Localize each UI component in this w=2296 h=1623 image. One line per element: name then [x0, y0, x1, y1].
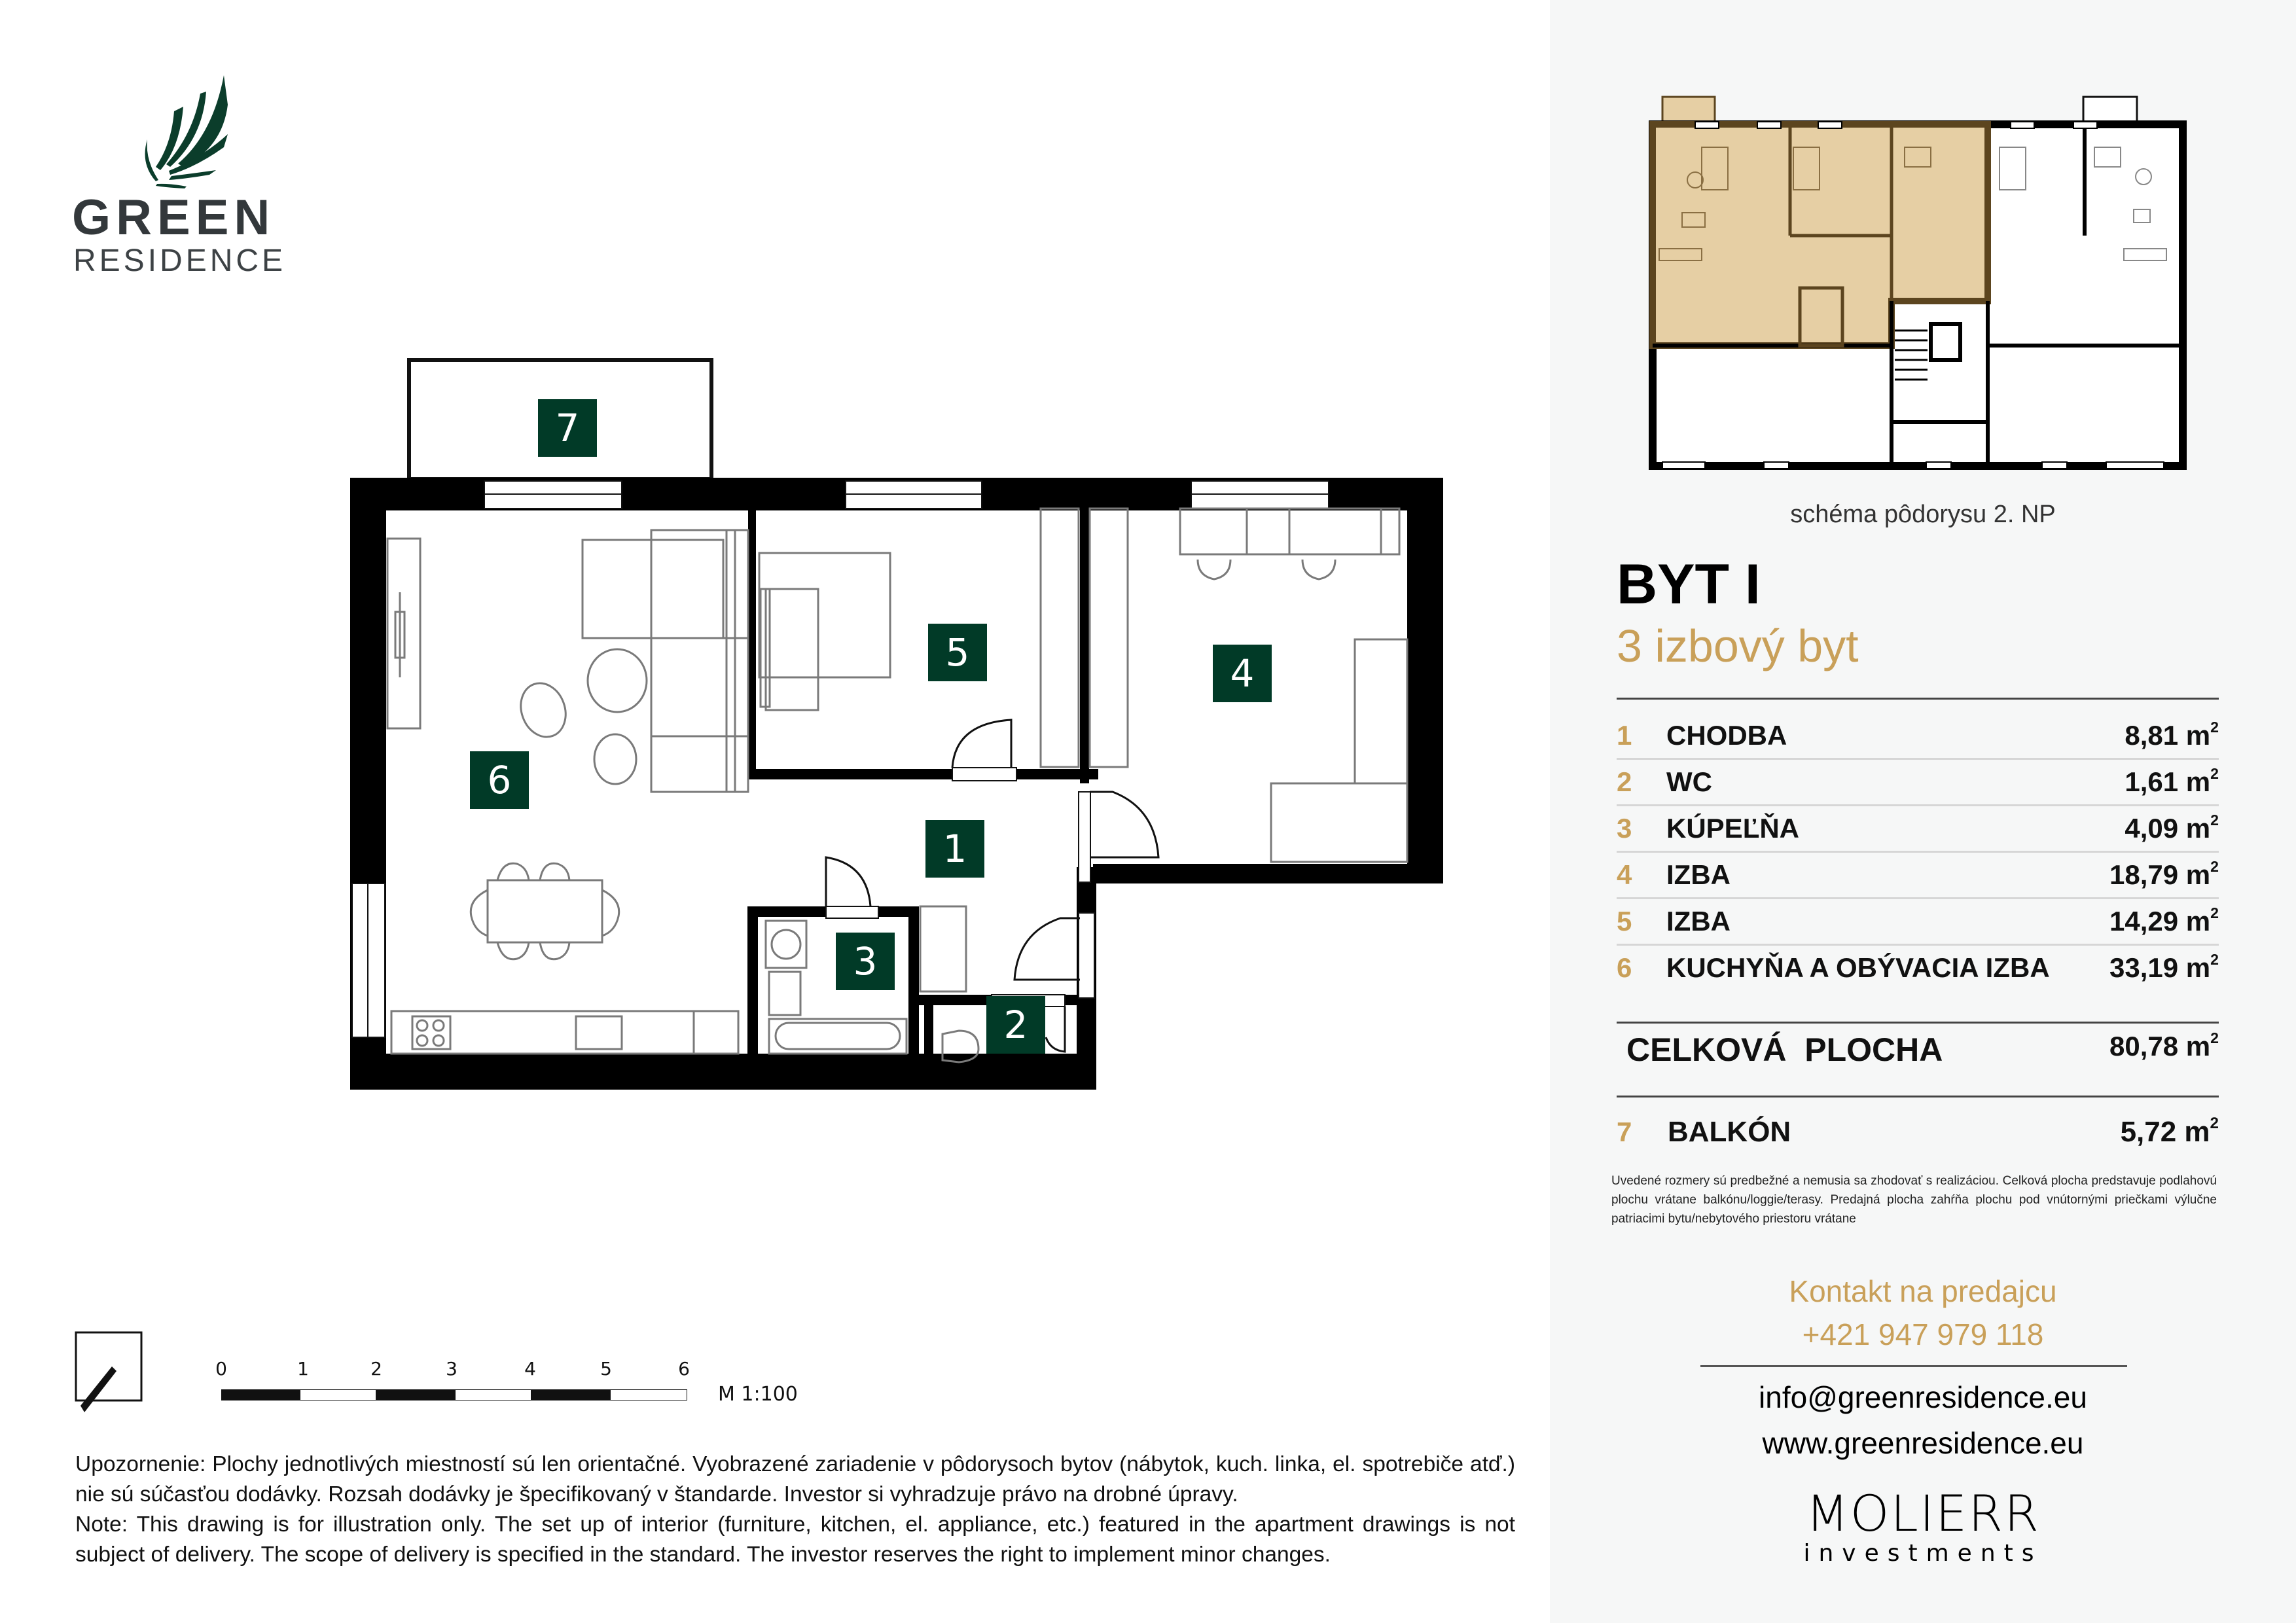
floor-plan-drawing: [350, 358, 1443, 1090]
scale-segment: [300, 1389, 376, 1400]
contact-links: info@greenresidence.eu www.greenresidenc…: [1550, 1374, 2296, 1466]
room-name: KUCHYŇA A OBÝVACIA IZBA: [1666, 952, 2050, 983]
room-area: 5,72 m2: [2120, 1115, 2219, 1148]
room-name: KÚPEĽŇA: [1666, 813, 1800, 844]
room-number: 1: [1617, 720, 1632, 751]
developer-name: MOLIERR: [1806, 1484, 2040, 1543]
room-number: 2: [1617, 766, 1632, 797]
room-area: 1,61 m2: [2125, 765, 2219, 797]
contact-phone[interactable]: +421 947 979 118: [1802, 1317, 2044, 1351]
scale-tick: 4: [524, 1358, 536, 1380]
room-area: 8,81 m2: [2125, 719, 2219, 751]
scale-segment: [531, 1389, 610, 1400]
room-area-table: 1 CHODBA 8,81 m2 2 WC 1,61 m2 3 KÚPEĽŇA …: [1617, 713, 2219, 990]
room-row: 6 KUCHYŇA A OBÝVACIA IZBA 33,19 m2: [1617, 946, 2219, 990]
total-area-value: 80,78 m2: [2109, 1029, 2219, 1061]
room-row: 2 WC 1,61 m2: [1617, 760, 2219, 806]
room-row: 3 KÚPEĽŇA 4,09 m2: [1617, 806, 2219, 853]
room-name: BALKÓN: [1668, 1116, 1791, 1148]
developer-tagline: investments: [1803, 1540, 2043, 1567]
room-tag-hallway: 1: [925, 820, 984, 878]
room-row: 4 IZBA 18,79 m2: [1617, 853, 2219, 899]
balcony-row: 7 BALKÓN 5,72 m2: [1617, 1115, 2219, 1149]
scale-tick: 0: [215, 1358, 227, 1380]
scale-tick: 6: [678, 1358, 690, 1380]
room-tag-balcony: 7: [538, 399, 597, 457]
contact-email[interactable]: info@greenresidence.eu: [1759, 1380, 2087, 1414]
scale-tick: 5: [600, 1358, 612, 1380]
scale-segment: [610, 1389, 687, 1400]
room-number: 5: [1617, 906, 1632, 936]
divider: [1617, 1096, 2219, 1097]
divider: [1700, 1365, 2127, 1367]
divider: [1617, 698, 2219, 700]
north-arrow-icon: [75, 1331, 143, 1412]
scale-ratio: M 1:100: [718, 1383, 798, 1406]
room-area: 18,79 m2: [2109, 858, 2219, 890]
room-number: 6: [1617, 952, 1632, 983]
divider: [1617, 1022, 2219, 1024]
room-row: 5 IZBA 14,29 m2: [1617, 899, 2219, 946]
contact-block: Kontakt na predajcu +421 947 979 118: [1550, 1270, 2296, 1356]
room-number: 3: [1617, 813, 1632, 844]
room-tag-living-kitchen: 6: [470, 751, 529, 809]
total-area-row: CELKOVÁ PLOCHA 80,78 m2: [1626, 1029, 2219, 1069]
scale-segment: [376, 1389, 455, 1400]
contact-heading: Kontakt na predajcu: [1789, 1274, 2057, 1308]
developer-logo: MOLIERR investments: [1550, 1489, 2296, 1567]
room-name: CHODBA: [1666, 720, 1787, 751]
room-area: 14,29 m2: [2109, 904, 2219, 936]
floor-schema-thumbnail: [1636, 92, 2193, 478]
apartment-title: BYT I: [1617, 553, 1761, 616]
apartment-floor-plan: 7 5 4 6 1 3 2: [347, 357, 1446, 1090]
schema-caption: schéma pôdorysu 2. NP: [1790, 501, 2056, 528]
room-number: 4: [1617, 859, 1632, 890]
leaf-logo-icon: [145, 75, 228, 188]
total-area-label: CELKOVÁ PLOCHA: [1626, 1031, 1943, 1068]
scale-tick: 3: [446, 1358, 457, 1380]
room-tag-bedroom: 5: [928, 624, 987, 681]
floor-schema-drawing: [1649, 96, 2187, 470]
scale-segment: [221, 1389, 300, 1400]
scale-tick: 1: [297, 1358, 309, 1380]
room-name: IZBA: [1666, 859, 1731, 890]
room-name: WC: [1666, 766, 1712, 797]
room-tag-room: 4: [1213, 645, 1272, 702]
apartment-type: 3 izbový byt: [1617, 620, 1859, 671]
logo-text-green: GREEN: [72, 190, 276, 245]
disclaimer-sk: Upozornenie: Plochy jednotlivých miestno…: [75, 1452, 1515, 1507]
scale-bar: 0 1 2 3 4 5 6: [215, 1358, 872, 1404]
logo-text-residence: RESIDENCE: [73, 243, 287, 278]
room-area: 33,19 m2: [2109, 951, 2219, 983]
contact-website[interactable]: www.greenresidence.eu: [1762, 1426, 2084, 1460]
scale-tick: 2: [370, 1358, 382, 1380]
north-arrow: [74, 1330, 145, 1412]
room-tag-wc: 2: [986, 996, 1045, 1054]
room-area: 4,09 m2: [2125, 812, 2219, 844]
room-number: 7: [1617, 1116, 1632, 1147]
scale-segment: [455, 1389, 531, 1400]
disclaimer-en: Note: This drawing is for illustration o…: [75, 1512, 1515, 1567]
area-note: Uvedené rozmery sú predbežné a nemusia s…: [1611, 1174, 2217, 1226]
disclaimer: Upozornenie: Plochy jednotlivých miestno…: [75, 1450, 1515, 1570]
room-name: IZBA: [1666, 906, 1731, 936]
room-tag-bathroom: 3: [836, 933, 895, 990]
room-row: 1 CHODBA 8,81 m2: [1617, 713, 2219, 760]
